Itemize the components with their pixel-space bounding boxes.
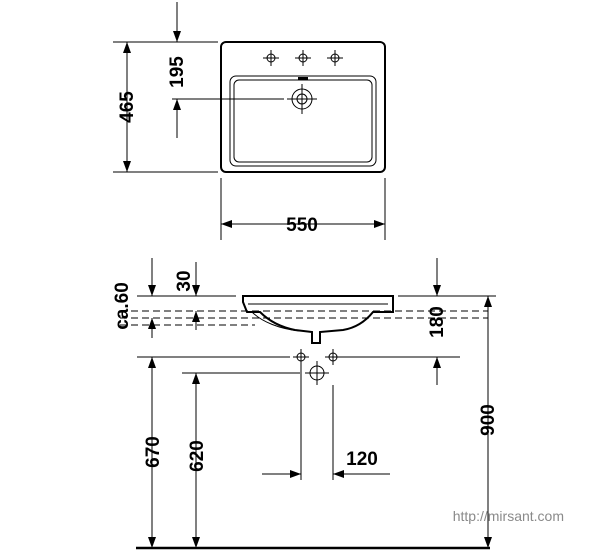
dim-30-line	[192, 262, 200, 330]
dim-label-30: 30	[174, 270, 195, 291]
drain-top	[287, 84, 317, 114]
supply-left	[293, 349, 309, 365]
dim-120-line	[262, 470, 390, 478]
tap-hole-left	[263, 50, 279, 66]
watermark-text: http://mirsant.com	[453, 508, 564, 524]
dim-900-line	[484, 296, 492, 548]
overflow-slot	[298, 77, 308, 80]
dim-label-670: 670	[143, 436, 164, 468]
side-view: ca.60 30 180 670 620 900 120	[112, 258, 499, 550]
dim-label-180: 180	[427, 306, 448, 338]
dim-label-ca60: ca.60	[112, 282, 133, 330]
basin-profile	[242, 295, 394, 344]
dim-180-line	[433, 258, 441, 385]
dim-label-195: 195	[167, 56, 188, 88]
supply-right	[325, 349, 341, 365]
waste-outlet	[305, 361, 329, 385]
dim-label-120: 120	[346, 449, 378, 470]
dim-465-line	[123, 42, 131, 172]
bowl-outline-inner	[233, 79, 373, 163]
top-view: 465 195 550	[113, 2, 386, 240]
dim-670-line	[148, 357, 156, 548]
dim-label-550: 550	[286, 215, 318, 236]
dim-label-620: 620	[187, 440, 208, 472]
basin-outline-top	[220, 41, 386, 173]
dim-label-900: 900	[478, 404, 499, 436]
dim-620-line	[192, 373, 200, 548]
bowl-outline-outer	[229, 75, 377, 167]
tap-hole-center	[295, 50, 311, 66]
tap-hole-right	[327, 50, 343, 66]
dim-550-line	[221, 220, 385, 228]
dim-label-465: 465	[117, 91, 138, 123]
dim-ca60-line	[148, 258, 156, 338]
dim-195-line	[173, 2, 181, 138]
